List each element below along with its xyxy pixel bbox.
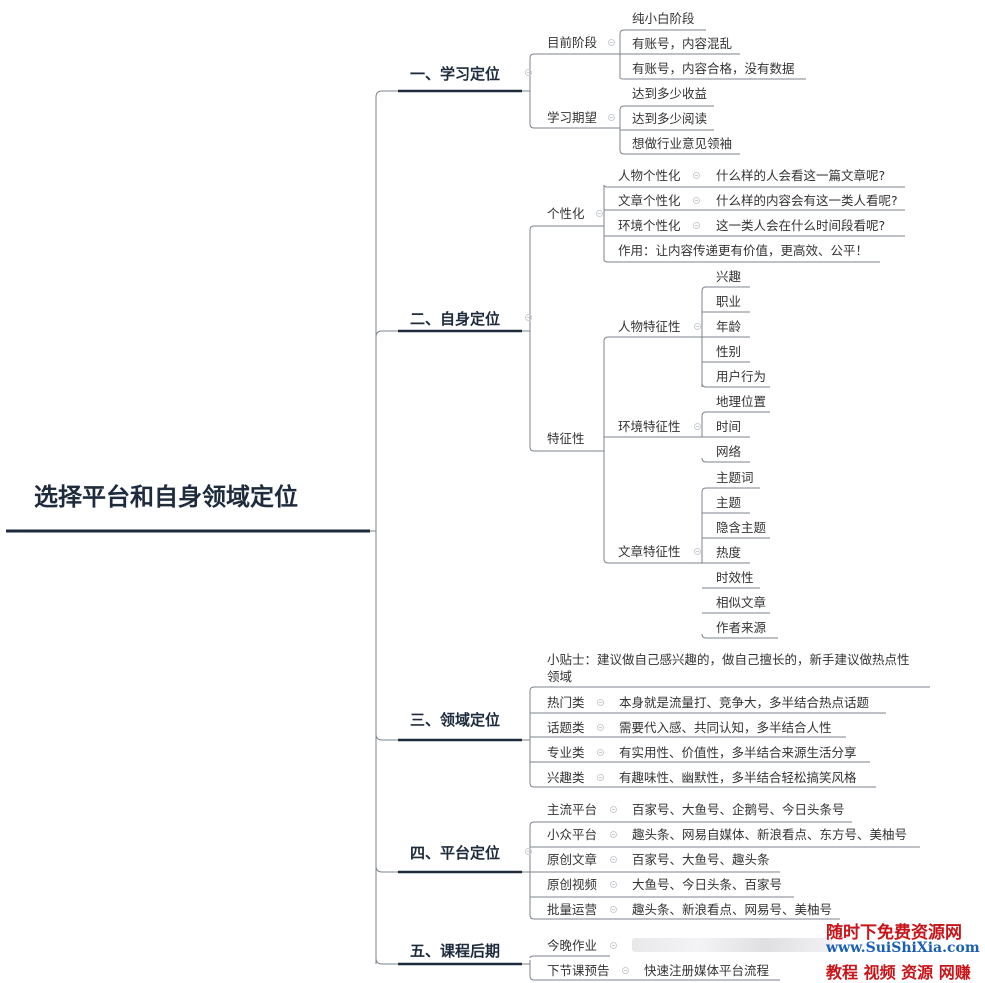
leaf[interactable]: 达到多少阅读: [632, 111, 708, 126]
node-personalization[interactable]: 个性化: [547, 206, 585, 221]
topic-domain-positioning[interactable]: 三、领域定位: [410, 711, 501, 729]
leaf[interactable]: 隐含主题: [716, 520, 767, 535]
leaf[interactable]: 职业: [716, 294, 742, 309]
leaf[interactable]: 时间: [716, 419, 742, 434]
collapse-icon[interactable]: [597, 724, 604, 731]
collapse-icon[interactable]: [694, 323, 701, 330]
node[interactable]: 话题类: [547, 720, 585, 735]
leaf[interactable]: 作用：让内容传递更有价值，更高效、公平！: [618, 243, 869, 258]
node-learning-expectation[interactable]: 学习期望: [547, 110, 598, 125]
node[interactable]: 环境特征性: [618, 419, 681, 434]
leaf[interactable]: 达到多少收益: [632, 86, 708, 101]
leaf[interactable]: 相似文章: [716, 595, 767, 610]
leaf[interactable]: 趣头条、新浪看点、网易号、美柚号: [632, 902, 833, 917]
root-topic[interactable]: 选择平台和自身领域定位: [34, 483, 298, 511]
collapse-icon[interactable]: [597, 699, 604, 706]
node[interactable]: 专业类: [547, 745, 585, 760]
leaf[interactable]: 需要代入感、共同认知，多半结合人性: [619, 720, 832, 735]
collapse-icon[interactable]: [597, 774, 604, 781]
collapse-icon[interactable]: [693, 197, 700, 204]
leaf[interactable]: 有趣味性、幽默性，多半结合轻松搞笑风格: [619, 770, 857, 785]
collapse-icon[interactable]: [610, 881, 617, 888]
leaf[interactable]: 大鱼号、今日头条、百家号: [632, 877, 783, 892]
leaf[interactable]: 时效性: [716, 570, 754, 585]
watermark-line: www.SuiShiXia.com: [826, 940, 980, 956]
collapse-icon[interactable]: [597, 749, 604, 756]
topic-course-followup[interactable]: 五、课程后期: [410, 942, 501, 960]
collapse-icon[interactable]: [610, 856, 617, 863]
collapse-icon[interactable]: [525, 69, 532, 76]
collapse-icon[interactable]: [693, 222, 700, 229]
collapse-icon[interactable]: [694, 423, 701, 430]
watermark-logo: 随时下免费资源网 www.SuiShiXia.com 教程 视频 资源 网赚: [826, 918, 984, 982]
leaf[interactable]: 这一类人会在什么时间段看呢?: [716, 218, 886, 233]
collapse-icon[interactable]: [610, 806, 617, 813]
collapse-icon[interactable]: [610, 942, 617, 949]
leaf[interactable]: 用户行为: [716, 369, 767, 384]
collapse-icon[interactable]: [610, 906, 617, 913]
node[interactable]: 热门类: [547, 695, 585, 710]
leaf[interactable]: 兴趣: [716, 269, 742, 284]
leaf[interactable]: 作者来源: [716, 620, 767, 635]
leaf[interactable]: 本身就是流量打、竞争大，多半结合热点话题: [619, 695, 870, 710]
node[interactable]: 小众平台: [547, 827, 598, 842]
leaf[interactable]: 什么样的内容会有这一类人看呢?: [716, 193, 898, 208]
leaf[interactable]: 纯小白阶段: [632, 11, 695, 26]
watermark-line: 随时下免费资源网: [826, 923, 962, 943]
node[interactable]: 人物特征性: [618, 319, 681, 334]
tip-text[interactable]: 小贴士：建议做自己感兴趣的，做自己擅长的，新手建议做热点性: [547, 652, 910, 667]
leaf[interactable]: 快速注册媒体平台流程: [644, 963, 770, 978]
node[interactable]: 文章个性化: [618, 193, 681, 208]
leaf[interactable]: 想做行业意见领袖: [632, 136, 733, 151]
node[interactable]: 人物个性化: [618, 168, 681, 183]
leaf[interactable]: 热度: [716, 545, 742, 560]
node[interactable]: 批量运营: [547, 902, 598, 917]
leaf[interactable]: 地理位置: [716, 394, 767, 409]
node[interactable]: 下节课预告: [547, 963, 610, 978]
node-characteristics[interactable]: 特征性: [547, 431, 585, 446]
leaf[interactable]: 有实用性、价值性，多半结合来源生活分享: [619, 745, 857, 760]
leaf[interactable]: 主题: [716, 495, 742, 510]
node[interactable]: 兴趣类: [547, 770, 585, 785]
topic-learning-positioning[interactable]: 一、学习定位: [410, 65, 501, 83]
node[interactable]: 今晚作业: [547, 938, 598, 953]
collapse-icon[interactable]: [622, 967, 629, 974]
collapse-icon[interactable]: [694, 548, 701, 555]
node-current-stage[interactable]: 目前阶段: [547, 35, 598, 50]
node[interactable]: 原创文章: [547, 852, 598, 867]
collapse-icon[interactable]: [596, 210, 603, 217]
collapse-icon[interactable]: [610, 831, 617, 838]
leaf[interactable]: 网络: [716, 444, 742, 459]
leaf[interactable]: 趣头条、网易自媒体、新浪看点、东方号、美柚号: [632, 827, 908, 842]
collapse-icon[interactable]: [525, 314, 532, 321]
node[interactable]: 文章特征性: [618, 544, 681, 559]
leaf[interactable]: 性别: [716, 344, 742, 359]
node[interactable]: 主流平台: [547, 802, 598, 817]
watermark-line: 教程 视频 资源 网赚: [826, 963, 971, 982]
collapse-icon[interactable]: [693, 172, 700, 179]
collapse-icon[interactable]: [525, 848, 532, 855]
topic-self-positioning[interactable]: 二、自身定位: [410, 310, 501, 328]
node[interactable]: 原创视频: [547, 877, 598, 892]
blurred-content: [632, 938, 832, 952]
leaf[interactable]: 百家号、大鱼号、企鹅号、今日头条号: [632, 802, 845, 817]
leaf[interactable]: 什么样的人会看这一篇文章呢?: [716, 168, 886, 183]
collapse-icon[interactable]: [608, 39, 615, 46]
leaf[interactable]: 百家号、大鱼号、趣头条: [632, 852, 770, 867]
leaf[interactable]: 主题词: [716, 470, 754, 485]
leaf[interactable]: 年龄: [716, 319, 742, 334]
collapse-icon[interactable]: [608, 114, 615, 121]
leaf[interactable]: 有账号，内容混乱: [632, 36, 733, 51]
leaf[interactable]: 有账号，内容合格，没有数据: [632, 61, 795, 76]
topic-platform-positioning[interactable]: 四、平台定位: [410, 844, 501, 862]
tip-text-cont[interactable]: 领域: [547, 669, 573, 684]
node[interactable]: 环境个性化: [618, 218, 681, 233]
